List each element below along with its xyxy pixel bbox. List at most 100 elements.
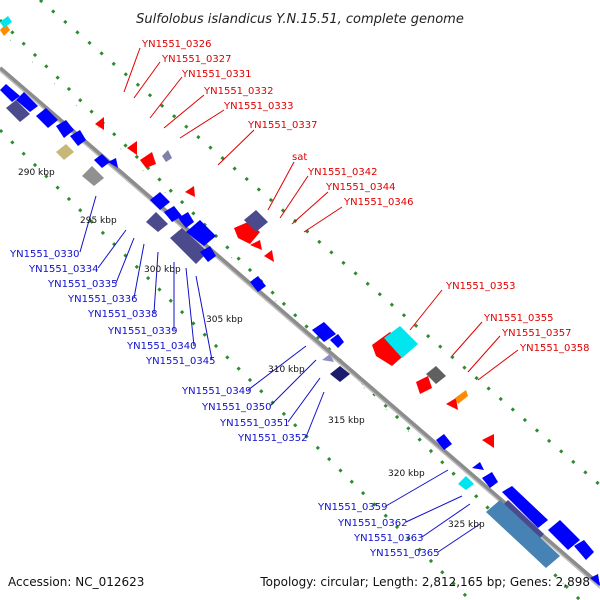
forward-gene[interactable] bbox=[127, 141, 137, 155]
forward-gene[interactable] bbox=[185, 186, 195, 197]
reverse-gene[interactable] bbox=[108, 158, 118, 168]
gene-label[interactable]: YN1551_0338 bbox=[87, 309, 158, 320]
gene-label[interactable]: YN1551_0330 bbox=[9, 249, 80, 260]
orange-feature[interactable] bbox=[0, 24, 10, 36]
gene-label[interactable]: YN1551_0334 bbox=[28, 264, 99, 275]
reverse-gene[interactable] bbox=[548, 520, 580, 550]
position-tick-label: 310 kbp bbox=[268, 365, 305, 375]
reverse-gene[interactable] bbox=[250, 276, 266, 292]
reverse-gene[interactable] bbox=[150, 192, 170, 210]
forward-gene[interactable] bbox=[416, 376, 432, 394]
gene-label[interactable]: YN1551_0357 bbox=[501, 328, 572, 339]
gene-label[interactable]: YN1551_0349 bbox=[181, 386, 252, 397]
reverse-gene[interactable] bbox=[186, 220, 216, 246]
reverse-gene[interactable] bbox=[16, 92, 38, 112]
reverse-strand-genes bbox=[0, 84, 600, 586]
inner-leader-lines bbox=[79, 195, 481, 553]
gene-label[interactable]: YN1551_0326 bbox=[141, 39, 212, 50]
gene-label[interactable]: YN1551_0335 bbox=[47, 279, 118, 290]
forward-gene[interactable] bbox=[250, 240, 262, 250]
gene-label[interactable]: YN1551_0333 bbox=[223, 101, 294, 112]
forward-gene[interactable] bbox=[264, 250, 274, 262]
reverse-gene[interactable] bbox=[200, 246, 216, 262]
gene-label[interactable]: YN1551_0355 bbox=[483, 313, 554, 324]
reverse-gene[interactable] bbox=[70, 130, 86, 146]
reverse-gene[interactable] bbox=[178, 212, 194, 228]
reverse-gene[interactable] bbox=[574, 540, 594, 560]
position-ticks: 290 kbp 295 kbp 300 kbp 305 kbp 310 kbp … bbox=[18, 168, 485, 530]
reverse-gene[interactable] bbox=[94, 154, 110, 168]
reverse-gene[interactable] bbox=[482, 472, 498, 488]
reverse-gene[interactable] bbox=[502, 486, 548, 528]
dark-gene[interactable] bbox=[244, 210, 268, 232]
gene-label[interactable]: YN1551_0359 bbox=[317, 502, 388, 513]
outer-leader-lines bbox=[123, 47, 519, 381]
position-tick-label: 320 kbp bbox=[388, 469, 425, 479]
reverse-gene[interactable] bbox=[436, 434, 452, 450]
reverse-gene-dark[interactable] bbox=[170, 228, 208, 264]
reverse-gene[interactable] bbox=[472, 462, 484, 470]
orange-feature[interactable] bbox=[455, 390, 468, 404]
tan-feature[interactable] bbox=[56, 144, 74, 160]
genome-backbone bbox=[0, 66, 600, 587]
cyan-feature[interactable] bbox=[458, 476, 474, 490]
reverse-gene[interactable] bbox=[590, 574, 600, 586]
gray-feature[interactable] bbox=[82, 166, 104, 186]
gene-label[interactable]: YN1551_0336 bbox=[67, 294, 138, 305]
gene-label[interactable]: YN1551_0352 bbox=[237, 433, 308, 444]
gene-label[interactable]: YN1551_0340 bbox=[126, 341, 197, 352]
outer-special-features bbox=[162, 150, 446, 384]
gene-label[interactable]: YN1551_0365 bbox=[369, 548, 440, 559]
reverse-gene[interactable] bbox=[330, 334, 344, 348]
forward-gene[interactable] bbox=[482, 434, 494, 448]
forward-gene[interactable] bbox=[372, 332, 410, 366]
gene-label[interactable]: YN1551_0332 bbox=[203, 86, 274, 97]
gene-label[interactable]: YN1551_0353 bbox=[445, 281, 516, 292]
gene-label[interactable]: sat bbox=[292, 152, 307, 163]
reverse-gene-dark[interactable] bbox=[146, 212, 168, 232]
reverse-gene-dark[interactable] bbox=[6, 100, 30, 122]
forward-gene[interactable] bbox=[446, 398, 458, 410]
gene-label[interactable]: YN1551_0351 bbox=[219, 418, 290, 429]
forward-strand-genes bbox=[95, 117, 494, 448]
reverse-gene-dark[interactable] bbox=[330, 366, 350, 382]
position-tick-label: 305 kbp bbox=[206, 315, 243, 325]
outer-labels: YN1551_0326 YN1551_0327 YN1551_0331 YN15… bbox=[141, 39, 590, 354]
dotted-track-outer bbox=[39, 0, 600, 487]
gray-feature[interactable] bbox=[426, 366, 446, 384]
gene-label[interactable]: YN1551_0344 bbox=[325, 182, 396, 193]
inner-labels: YN1551_0330 YN1551_0334 YN1551_0335 YN15… bbox=[9, 249, 440, 559]
reverse-gene[interactable] bbox=[0, 84, 20, 102]
gene-label[interactable]: YN1551_0363 bbox=[353, 533, 424, 544]
reverse-gene[interactable] bbox=[486, 500, 560, 568]
reverse-gene[interactable] bbox=[322, 354, 334, 362]
position-tick-label: 315 kbp bbox=[328, 416, 365, 426]
gene-label[interactable]: YN1551_0346 bbox=[343, 197, 414, 208]
forward-gene[interactable] bbox=[140, 152, 156, 168]
position-tick-label: 295 kbp bbox=[80, 216, 117, 226]
reverse-gene[interactable] bbox=[56, 120, 74, 138]
gene-label[interactable]: YN1551_0342 bbox=[307, 167, 378, 178]
gene-label[interactable]: YN1551_0358 bbox=[519, 343, 590, 354]
reverse-gene[interactable] bbox=[164, 206, 182, 222]
gene-label[interactable]: YN1551_0345 bbox=[145, 356, 216, 367]
cyan-feature[interactable] bbox=[384, 326, 418, 358]
topology-text: Topology: circular; Length: 2,812,165 bp… bbox=[259, 575, 590, 589]
forward-gene[interactable] bbox=[95, 117, 104, 130]
reverse-gene[interactable] bbox=[36, 108, 58, 128]
reverse-gene[interactable] bbox=[312, 322, 336, 342]
gene-label[interactable]: YN1551_0337 bbox=[247, 120, 318, 131]
gene-label[interactable]: YN1551_0327 bbox=[161, 54, 232, 65]
map-title: Sulfolobus islandicus Y.N.15.51, complet… bbox=[136, 12, 464, 27]
position-tick-label: 325 kbp bbox=[448, 520, 485, 530]
gene-label[interactable]: YN1551_0350 bbox=[201, 402, 272, 413]
gene-label[interactable]: YN1551_0331 bbox=[181, 69, 252, 80]
cyan-feature[interactable] bbox=[0, 16, 12, 28]
accession-text: Accession: NC_012623 bbox=[8, 575, 144, 589]
gray-feature[interactable] bbox=[162, 150, 172, 162]
gene-label[interactable]: YN1551_0362 bbox=[337, 518, 408, 529]
gene-label[interactable]: YN1551_0339 bbox=[107, 326, 178, 337]
